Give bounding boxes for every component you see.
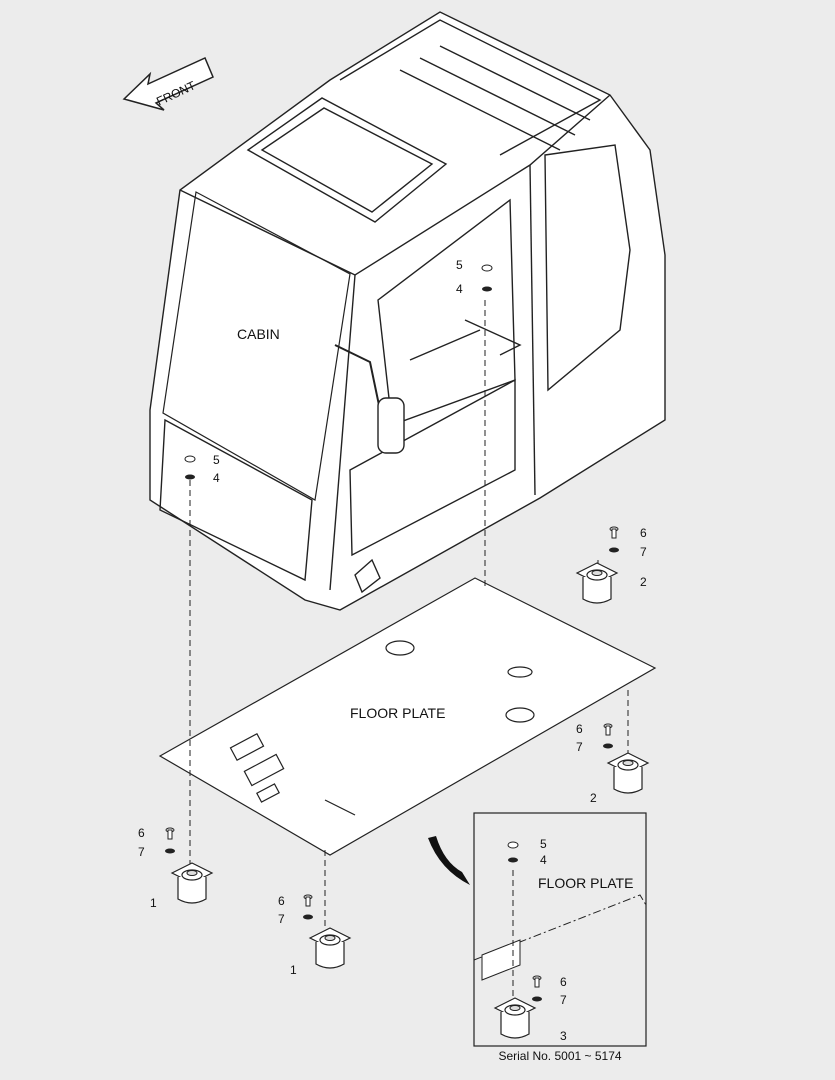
callout-7-a: 7: [640, 545, 647, 559]
callout-3: 3: [560, 1029, 567, 1043]
callout-1-a: 1: [150, 896, 157, 910]
floor-plate-drawing: [158, 577, 657, 856]
callout-4-a: 4: [213, 471, 220, 485]
callout-2-a: 2: [640, 575, 647, 589]
serial-number-note: Serial No. 5001 ~ 5174: [498, 1049, 622, 1063]
callout-5-a: 5: [213, 453, 220, 467]
front-arrow: FRONT: [122, 56, 214, 111]
cabin-label: CABIN: [237, 326, 280, 342]
callout-6-a: 6: [640, 526, 647, 540]
callout-5-b: 5: [456, 258, 463, 272]
mount-lower-right: [603, 723, 649, 794]
callout-4-b: 4: [456, 282, 463, 296]
callout-6-d: 6: [278, 894, 285, 908]
callout-7-d: 7: [278, 912, 285, 926]
inset-pointer-arrow: [428, 836, 470, 885]
callout-7-b: 7: [576, 740, 583, 754]
mount-lower-center: [303, 894, 351, 969]
floor-plate-label: FLOOR PLATE: [350, 705, 445, 721]
cabin-drawing: [149, 11, 666, 611]
mount-upper-right: [576, 526, 619, 604]
callout-5-c: 5: [540, 837, 547, 851]
inset-box: [473, 812, 647, 1047]
callout-1-b: 1: [290, 963, 297, 977]
inset-floor-plate-label: FLOOR PLATE: [538, 875, 633, 891]
callout-6-b: 6: [576, 722, 583, 736]
mount-lower-left: [165, 827, 213, 904]
callout-7-e: 7: [560, 993, 567, 1007]
callout-2-b: 2: [590, 791, 597, 805]
callout-4-c: 4: [540, 853, 547, 867]
callout-6-e: 6: [560, 975, 567, 989]
callout-7-c: 7: [138, 845, 145, 859]
callout-6-c: 6: [138, 826, 145, 840]
guide-lines: [189, 300, 629, 933]
